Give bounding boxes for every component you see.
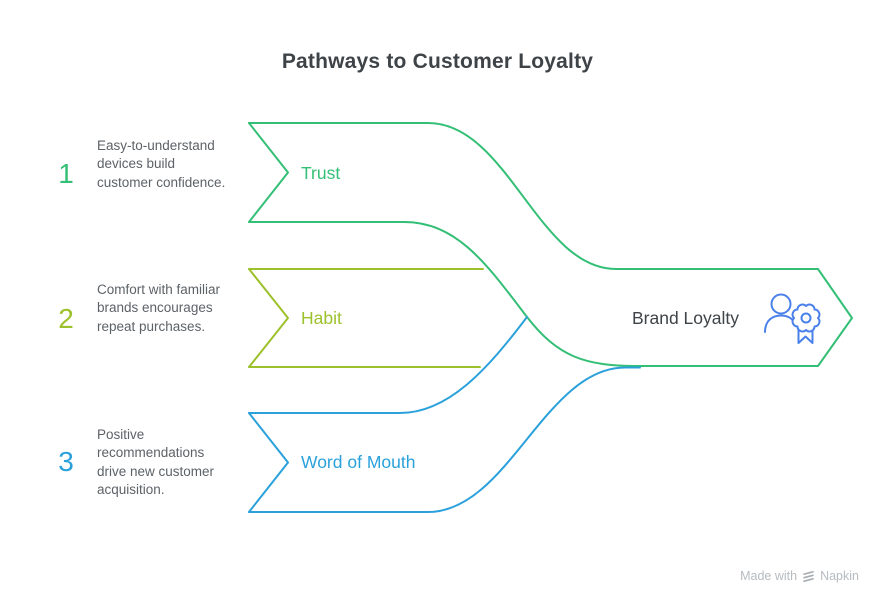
person-award-icon bbox=[764, 293, 821, 344]
footer-credit: Made with Napkin bbox=[740, 569, 859, 583]
step-number-1: 1 bbox=[58, 158, 74, 189]
trust-chevron-notch bbox=[248, 122, 289, 223]
award-ribbon bbox=[797, 327, 814, 344]
step-number-3: 3 bbox=[58, 446, 74, 477]
person-shoulders bbox=[764, 314, 796, 333]
word-of-mouth-chevron-notch bbox=[248, 412, 289, 513]
arrow-label-habit: Habit bbox=[301, 308, 342, 328]
step-description-2: Comfort with familiar brands encourages … bbox=[97, 282, 221, 334]
word-of-mouth-bottom-edge bbox=[248, 366, 641, 513]
trust-bottom-edge bbox=[248, 221, 639, 367]
arrow-label-word-of-mouth: Word of Mouth bbox=[301, 452, 416, 472]
award-rosette-center bbox=[800, 312, 812, 324]
step-description-1: Easy-to-understand devices build custome… bbox=[97, 138, 226, 190]
word-of-mouth-arrow-shape bbox=[248, 316, 641, 513]
arrow-label-trust: Trust bbox=[301, 163, 341, 183]
person-head bbox=[770, 293, 792, 315]
step-description-3: Positive recommendations drive new custo… bbox=[97, 427, 215, 497]
made-with-text: Made with bbox=[740, 569, 798, 583]
trust-top-edge-and-result-outline bbox=[248, 122, 853, 367]
award-rosette bbox=[791, 303, 821, 333]
napkin-logo-icon bbox=[803, 570, 814, 582]
brand-text: Napkin bbox=[820, 569, 859, 583]
trust-arrow-shape bbox=[248, 122, 853, 367]
habit-chevron-notch bbox=[248, 268, 289, 368]
page-title: Pathways to Customer Loyalty bbox=[281, 50, 594, 73]
result-label: Brand Loyalty bbox=[632, 308, 740, 328]
word-of-mouth-top-edge bbox=[248, 316, 528, 414]
habit-arrow-shape bbox=[248, 268, 484, 368]
step-number-2: 2 bbox=[58, 303, 74, 334]
